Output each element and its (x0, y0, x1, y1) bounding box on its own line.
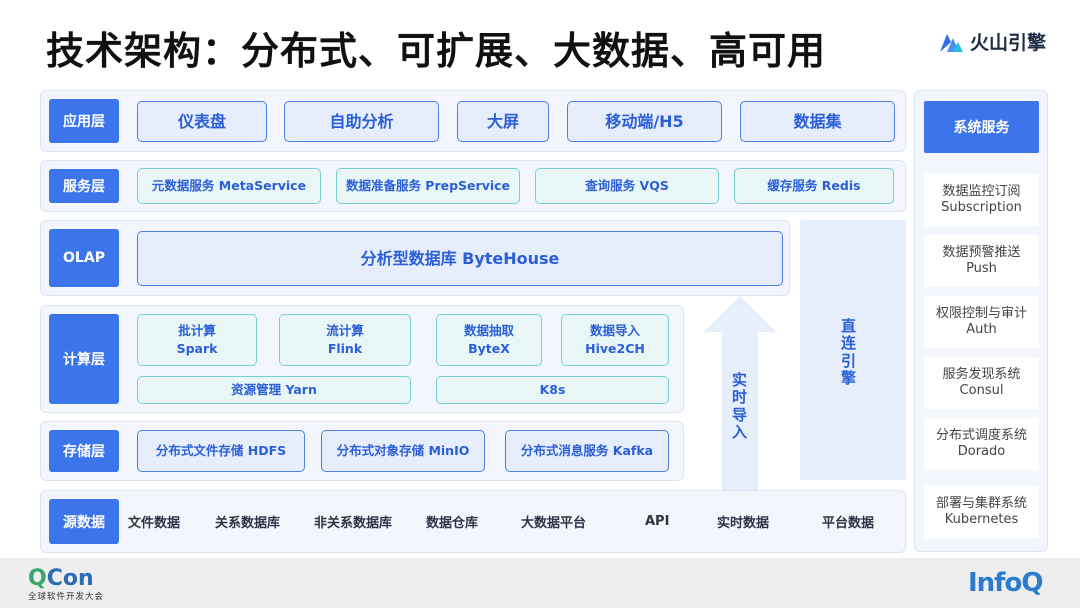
direct-engine-column (800, 220, 906, 480)
storage-layer-label: 存储层 (49, 430, 119, 472)
infoq-logo: InfoQ (968, 568, 1043, 598)
qcon-logo: QCon 全球软件开发大会 (28, 566, 104, 602)
source-item-bigdata-platform: 大数据平台 (521, 516, 587, 531)
app-layer: 应用层 仪表盘 自助分析 大屏 移动端/H5 数据集 (40, 90, 906, 152)
system-services-panel: 系统服务 数据监控订阅 Subscription 数据预警推送 Push 权限控… (914, 90, 1048, 552)
system-service-push-en: Push (966, 261, 997, 276)
app-item-dashboard[interactable]: 仪表盘 (137, 101, 267, 142)
system-service-push[interactable]: 数据预警推送 Push (924, 235, 1039, 287)
service-layer: 服务层 元数据服务 MetaService 数据准备服务 PrepService… (40, 160, 906, 212)
system-service-consul-cn: 服务发现系统 (942, 366, 1021, 382)
source-item-nosql-db: 非关系数据库 (314, 516, 393, 531)
realtime-import-char-4: 入 (732, 422, 748, 441)
direct-engine-char-4: 擎 (841, 368, 857, 387)
source-item-data-warehouse: 数据仓库 (426, 516, 479, 531)
app-item-self-analysis[interactable]: 自助分析 (284, 101, 439, 142)
realtime-import-char-2: 时 (732, 388, 748, 407)
compute-layer: 计算层 批计算 Spark 流计算 Flink 数据抽取 ByteX 数据导入 … (40, 305, 684, 413)
system-service-subscription[interactable]: 数据监控订阅 Subscription (924, 174, 1039, 226)
olap-layer-label: OLAP (49, 229, 119, 287)
compute-item-flink[interactable]: 流计算 Flink (279, 314, 411, 366)
source-layer: 源数据 文件数据 关系数据库 非关系数据库 数据仓库 大数据平台 API 实时数… (40, 490, 906, 553)
olap-item-bytehouse[interactable]: 分析型数据库 ByteHouse (137, 231, 783, 286)
direct-engine-char-2: 连 (841, 334, 857, 353)
realtime-import-text: 实 时 导 入 (732, 371, 748, 441)
system-service-kubernetes[interactable]: 部署与集群系统 Kubernetes (924, 486, 1039, 538)
source-item-api: API (645, 514, 670, 529)
compute-item-flink-line1: 流计算 (326, 322, 364, 338)
compute-item-hive2ch-line1: 数据导入 (589, 322, 640, 338)
system-service-consul[interactable]: 服务发现系统 Consul (924, 357, 1039, 409)
compute-item-spark-line2: Spark (176, 341, 218, 356)
qcon-subtitle: 全球软件开发大会 (28, 592, 105, 602)
compute-item-spark-line1: 批计算 (178, 322, 216, 338)
source-item-file: 文件数据 (128, 516, 181, 531)
app-item-big-screen[interactable]: 大屏 (457, 101, 549, 142)
direct-engine-text: 直 连 引 擎 (841, 317, 857, 387)
brand-logo: 火山引擎 (938, 28, 1046, 55)
app-item-dataset[interactable]: 数据集 (740, 101, 895, 142)
compute-item-flink-line2: Flink (327, 341, 363, 356)
service-layer-label: 服务层 (49, 169, 119, 203)
compute-item-hive2ch-line2: Hive2CH (585, 341, 645, 356)
storage-item-kafka[interactable]: 分布式消息服务 Kafka (505, 430, 669, 472)
compute-item-spark[interactable]: 批计算 Spark (137, 314, 257, 366)
service-item-prep[interactable]: 数据准备服务 PrepService (336, 168, 520, 204)
volcano-engine-logo-icon (940, 33, 963, 52)
system-service-auth-en: Auth (966, 322, 997, 337)
system-services-title: 系统服务 (924, 101, 1039, 153)
service-item-vqs[interactable]: 查询服务 VQS (535, 168, 719, 204)
source-item-platform: 平台数据 (822, 516, 875, 531)
compute-item-bytex-line1: 数据抽取 (463, 322, 514, 338)
qcon-logo-q: Q (28, 566, 47, 591)
compute-item-bytex[interactable]: 数据抽取 ByteX (436, 314, 542, 366)
compute-item-k8s[interactable]: K8s (436, 376, 669, 404)
system-service-auth[interactable]: 权限控制与审计 Auth (924, 296, 1039, 348)
system-service-consul-en: Consul (959, 383, 1004, 398)
system-service-kubernetes-cn: 部署与集群系统 (935, 495, 1027, 511)
compute-item-yarn[interactable]: 资源管理 Yarn (137, 376, 411, 404)
olap-layer: OLAP 分析型数据库 ByteHouse (40, 220, 790, 296)
system-service-subscription-cn: 数据监控订阅 (942, 183, 1021, 199)
realtime-import-char-1: 实 (732, 371, 748, 389)
qcon-logo-rest: Con (46, 566, 94, 591)
system-service-kubernetes-en: Kubernetes (944, 512, 1019, 527)
service-item-meta[interactable]: 元数据服务 MetaService (137, 168, 321, 204)
realtime-import-arrow (704, 296, 776, 492)
system-service-dorado-cn: 分布式调度系统 (935, 427, 1027, 443)
storage-item-minio[interactable]: 分布式对象存储 MinIO (321, 430, 485, 472)
source-item-relational-db: 关系数据库 (215, 516, 281, 531)
system-service-dorado[interactable]: 分布式调度系统 Dorado (924, 418, 1039, 470)
system-service-push-cn: 数据预警推送 (942, 244, 1021, 260)
compute-item-hive2ch[interactable]: 数据导入 Hive2CH (561, 314, 669, 366)
source-layer-label: 源数据 (49, 499, 119, 544)
system-service-auth-cn: 权限控制与审计 (935, 305, 1027, 321)
direct-engine-char-3: 引 (841, 351, 857, 370)
compute-item-bytex-line2: ByteX (468, 341, 510, 356)
app-layer-label: 应用层 (49, 99, 119, 143)
direct-engine-char-1: 直 (841, 317, 857, 335)
footer: QCon 全球软件开发大会 InfoQ (0, 558, 1080, 608)
storage-layer: 存储层 分布式文件存储 HDFS 分布式对象存储 MinIO 分布式消息服务 K… (40, 421, 684, 481)
system-service-dorado-en: Dorado (957, 444, 1006, 459)
app-item-mobile[interactable]: 移动端/H5 (567, 101, 722, 142)
realtime-import-char-3: 导 (732, 405, 748, 424)
compute-layer-label: 计算层 (49, 314, 119, 404)
system-service-subscription-en: Subscription (941, 200, 1022, 215)
service-item-redis[interactable]: 缓存服务 Redis (734, 168, 894, 204)
source-item-realtime: 实时数据 (717, 516, 770, 531)
page-title: 技术架构：分布式、可扩展、大数据、高可用 (46, 29, 827, 73)
brand-name: 火山引擎 (970, 32, 1047, 54)
storage-item-hdfs[interactable]: 分布式文件存储 HDFS (137, 430, 305, 472)
